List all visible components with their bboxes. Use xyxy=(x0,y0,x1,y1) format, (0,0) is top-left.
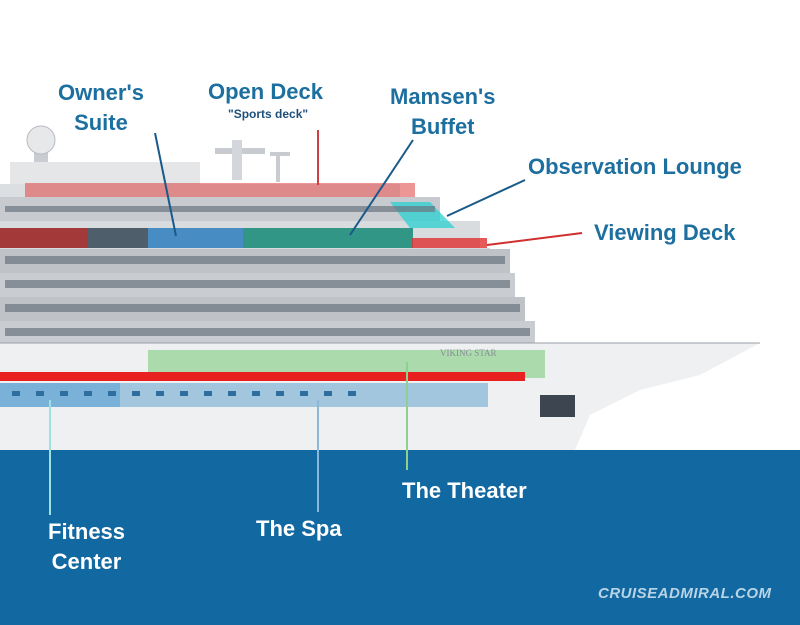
observation-lounge-label: Observation Lounge xyxy=(528,154,742,179)
mamsens-buffet-line-2: Buffet xyxy=(410,114,475,139)
viewing-deck-label: Viewing Deck xyxy=(594,220,736,245)
owners-suite-line-2: Suite xyxy=(74,110,128,135)
open-deck-sublabel: "Sports deck" xyxy=(228,107,309,121)
fitness-center-line-1: Fitness xyxy=(48,519,126,544)
the-theater-label: The Theater xyxy=(402,478,527,503)
buffet-leader xyxy=(349,139,414,236)
mamsens-buffet-label: Mamsen's Buffet xyxy=(390,82,496,142)
water xyxy=(0,450,800,625)
buffet-highlight xyxy=(243,228,413,248)
viewing-deck-highlight xyxy=(412,238,487,248)
viewing-deck-leader xyxy=(486,232,583,246)
owners-suite-label: Owner's Suite xyxy=(58,78,144,138)
owners-suite-line-1: Owner's xyxy=(58,80,144,105)
the-spa-label: The Spa xyxy=(256,516,342,541)
observation-leader xyxy=(446,179,526,217)
owners-suite-leader xyxy=(154,132,177,237)
bow-opening xyxy=(540,395,575,417)
ship-name: VIKING STAR xyxy=(440,348,497,358)
fitness-center-label: Fitness Center xyxy=(48,517,125,577)
red-suite-block xyxy=(0,228,88,248)
radar-dome xyxy=(26,125,56,166)
fitness-center-line-2: Center xyxy=(51,549,122,574)
owners-suite-highlight xyxy=(148,228,243,248)
open-deck-highlight xyxy=(25,183,415,197)
watermark: CRUISEADMIRAL.COM xyxy=(598,585,772,602)
theater-bar xyxy=(0,372,525,381)
open-deck-label: Open Deck xyxy=(208,79,323,104)
mamsens-buffet-line-1: Mamsen's xyxy=(390,84,496,109)
top-structure xyxy=(10,162,200,184)
mast xyxy=(215,140,290,182)
